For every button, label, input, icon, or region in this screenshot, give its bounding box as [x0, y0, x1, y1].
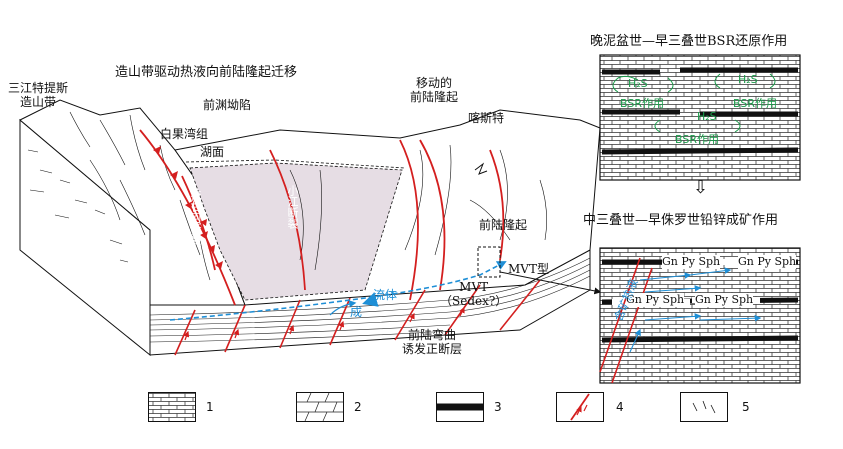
mineral-label-4: Gn Py Sph: [695, 293, 754, 307]
mvt-callout-box: [477, 246, 501, 278]
legend-num-4: 4: [616, 400, 624, 414]
karst-label: 喀斯特: [468, 111, 505, 125]
legend-num-5: 5: [742, 400, 750, 414]
inset-bottom-title: 中三叠世—早侏罗世铅锌成矿作用: [583, 213, 779, 228]
legend-swatch-dolomite: [296, 392, 344, 422]
legend-num-1: 1: [206, 400, 214, 414]
foredeep-label: 前渊坳陷: [203, 98, 252, 112]
legend-num-2: 2: [354, 400, 362, 414]
lake-surface-label: 湖面: [200, 145, 225, 159]
legend-swatch-joints: [680, 392, 728, 422]
foreland-uplift-label: 前陆隆起: [479, 218, 528, 232]
main-title: 造山带驱动热液向前陆隆起迁移: [115, 65, 298, 80]
moving-uplift-label: 移动的前陆隆起: [410, 76, 459, 104]
bsr-label-1: BSR作用: [620, 97, 664, 110]
h2s-label-1: H₂S: [628, 77, 648, 90]
inset-top-shale: [601, 67, 799, 155]
down-arrow-icon: ⇩: [693, 177, 709, 198]
ganhe-fault-label: 筱甘河断裂: [189, 190, 202, 245]
normal-fault-label: 前陆弯曲诱发正断层: [402, 328, 463, 356]
inset-top-frame: [599, 54, 801, 181]
legend-swatch-limestone: [148, 392, 196, 422]
bsr-label-2: BSR作用: [733, 97, 777, 110]
orogen-label: 三江特提斯造山带: [8, 81, 69, 109]
foredeep-basin: [189, 162, 403, 301]
h2s-label-3: H₂S: [697, 110, 717, 123]
ore-label: 成: [350, 305, 363, 319]
mineral-label-2: Gn Py Sph: [738, 255, 797, 269]
h2s-label-2: H₂S: [738, 73, 758, 86]
fluid-label: 流体: [373, 288, 398, 302]
mvt-type-label: MVT型: [508, 262, 549, 276]
mvt-sedex-label: MVT（Sedex?）: [440, 280, 508, 308]
mineral-label-1: Gn Py Sph: [662, 255, 721, 269]
legend-swatch-black-shale: [436, 392, 484, 422]
bsr-arrows: [612, 73, 776, 133]
ore-fault: [599, 257, 653, 384]
legend-num-3: 3: [494, 400, 502, 414]
baiguowan-label: 白果湾组: [160, 127, 209, 141]
legend-swatch-fault: [556, 392, 604, 422]
xiaojiang-fault-label: 小江断裂: [286, 185, 299, 229]
inset-top-title: 晚泥盆世—早三叠世BSR还原作用: [590, 34, 788, 49]
fluid-flow-path: [169, 261, 507, 321]
callout-arrow: [499, 271, 602, 295]
mineral-label-3: Gn Py Sph: [626, 293, 685, 307]
bsr-label-3: BSR作用: [675, 133, 719, 146]
